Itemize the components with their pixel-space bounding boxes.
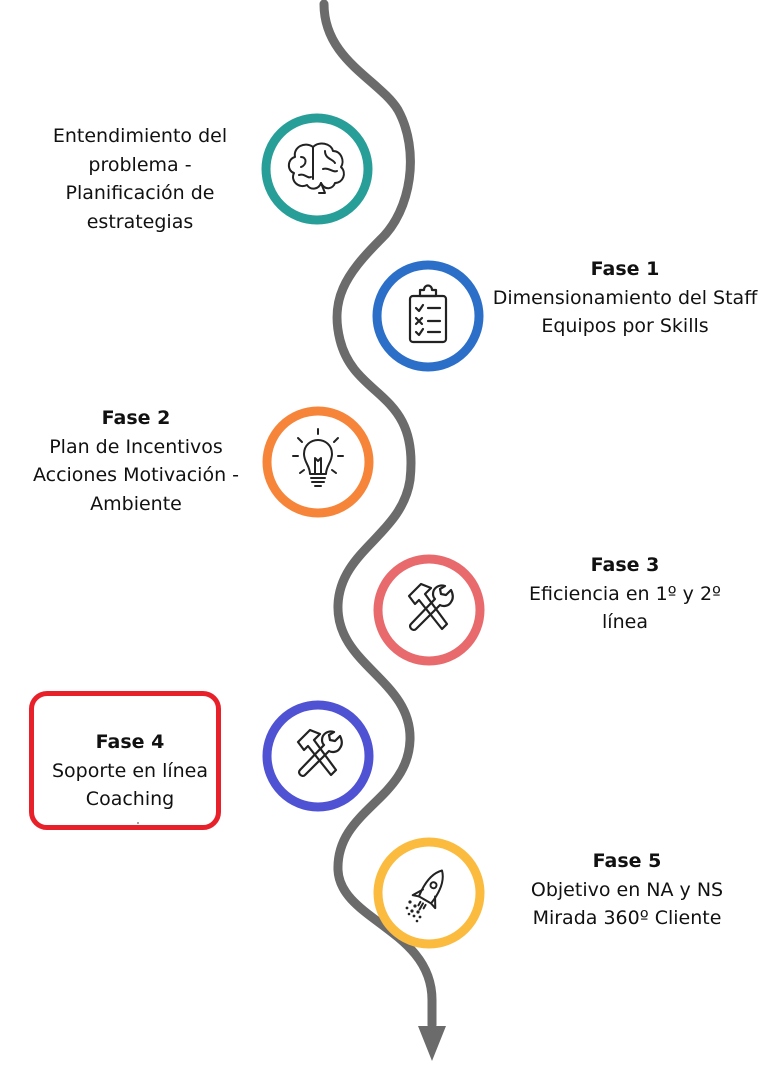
step-line: Soporte en línea xyxy=(51,759,209,782)
step-title: Fase 3 xyxy=(590,554,660,576)
step-line: Plan de Incentivos xyxy=(49,435,223,458)
hammer-wrench-icon xyxy=(296,728,343,777)
step-title: Fase 5 xyxy=(592,850,662,872)
step-line: Equipos por Skills xyxy=(541,315,709,337)
step-line: Planificación de xyxy=(65,182,215,204)
step-label-fase5: Fase 5 Objetivo en NA y NS Mirada 360º C… xyxy=(505,847,749,933)
step-label-fase2: Fase 2 Plan de Incentivos Acciones Motiv… xyxy=(20,404,252,518)
step-title: Fase 4 xyxy=(95,731,165,753)
step-line: Eficiencia en 1º y 2º xyxy=(528,582,721,605)
step-line: Ambiente xyxy=(90,492,182,515)
arrow-head xyxy=(418,1026,446,1061)
hammer-wrench-icon xyxy=(407,582,454,631)
highlight-box xyxy=(29,691,221,830)
step-circle-fase4 xyxy=(262,700,374,812)
step-circle-fase1 xyxy=(372,260,484,372)
step-line: estrategias xyxy=(86,210,194,233)
step-line: Dimensionamiento del Staff xyxy=(492,286,758,309)
stray-dot xyxy=(137,822,139,824)
step-line: Objetivo en NA y NS xyxy=(530,878,724,901)
step-circle-intro xyxy=(261,113,373,225)
step-line: Mirada 360º Cliente xyxy=(532,907,722,929)
rocket-exhaust-dots xyxy=(405,900,422,923)
rocket-icon xyxy=(411,869,444,911)
winding-path xyxy=(319,0,437,1030)
step-line: problema - xyxy=(88,153,192,176)
step-title: Fase 2 xyxy=(101,407,171,429)
step-label-fase3: Fase 3 Eficiencia en 1º y 2º línea xyxy=(505,551,745,637)
step-line: Coaching xyxy=(85,788,175,810)
step-circle-fase3 xyxy=(373,554,485,666)
clipboard-checklist-icon xyxy=(408,284,448,344)
step-title: Fase 1 xyxy=(590,258,660,280)
step-line: Acciones Motivación - xyxy=(32,464,240,486)
brain-icon xyxy=(287,142,345,194)
step-circle-fase2 xyxy=(262,406,374,518)
step-line: línea xyxy=(602,611,648,633)
lightbulb-icon xyxy=(292,428,344,487)
step-label-fase4: Fase 4 Soporte en línea Coaching xyxy=(34,728,226,814)
step-line: Entendimiento del xyxy=(52,125,228,147)
step-label-fase1: Fase 1 Dimensionamiento del Staff Equipo… xyxy=(488,255,762,341)
step-label-intro: Entendimiento del problema - Planificaci… xyxy=(10,122,270,236)
step-circle-fase5 xyxy=(373,837,485,949)
